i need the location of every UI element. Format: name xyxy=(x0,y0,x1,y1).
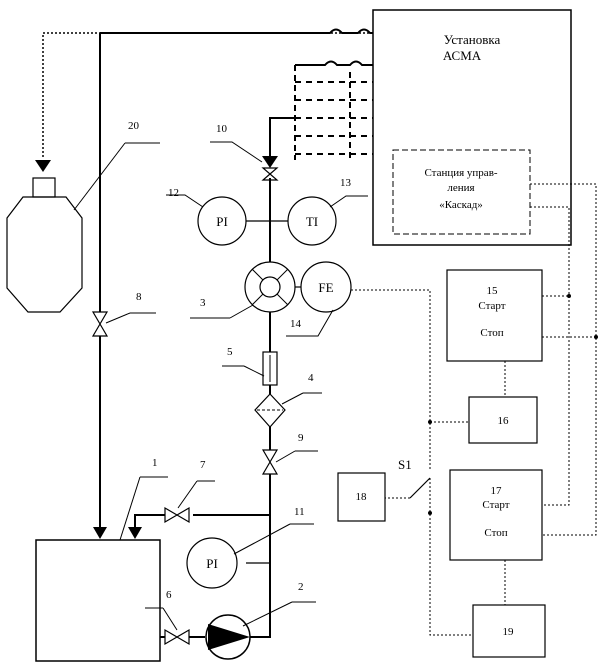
callout-6: 6 xyxy=(166,589,172,601)
callout-8: 8 xyxy=(136,291,142,303)
box19-num: 19 xyxy=(503,626,515,638)
callout-1: 1 xyxy=(152,457,158,469)
pump-2-arrow xyxy=(208,624,250,650)
box-16 xyxy=(468,396,538,444)
box17-stop: Стоп xyxy=(484,527,507,539)
filter4-leader xyxy=(281,392,304,405)
callout-5: 5 xyxy=(227,346,233,358)
pump-discharge-line xyxy=(250,474,271,638)
line-to-manifold xyxy=(269,117,295,156)
callout-4: 4 xyxy=(308,372,314,384)
kaskad-line3: «Каскад» xyxy=(439,199,483,211)
top-solid-line xyxy=(100,28,373,34)
fe-label: FE xyxy=(318,280,333,295)
tank1 xyxy=(35,539,161,662)
box15-stop: Стоп xyxy=(480,327,503,339)
asma-block xyxy=(372,9,572,246)
callout-12: 12 xyxy=(168,187,179,199)
callout-10: 10 xyxy=(216,123,228,135)
kaskad-line2: ления xyxy=(447,182,474,194)
asma-title-line1: Установка xyxy=(444,32,501,47)
dotted-feed-line xyxy=(42,32,373,158)
valve-6 xyxy=(164,628,190,646)
callout-3: 3 xyxy=(200,297,206,309)
valve9-leader xyxy=(275,450,296,463)
switch-s1-label: S1 xyxy=(398,457,412,472)
manifold-top xyxy=(295,60,373,66)
box-19 xyxy=(472,604,546,658)
pi-bottom-gauge xyxy=(186,537,238,589)
pi-top-label: PI xyxy=(216,214,228,229)
tank20-neck xyxy=(32,177,56,198)
fm3-leader xyxy=(229,304,254,319)
pi12-leader xyxy=(166,194,204,208)
ti-label: TI xyxy=(306,214,318,229)
junction-3 xyxy=(567,294,571,298)
tank1-inlet-arrow-left xyxy=(93,527,107,539)
fe-14 xyxy=(300,261,352,313)
kaskad-line1: Станция управ- xyxy=(424,167,497,179)
flowmeter-3-inner xyxy=(259,276,281,298)
valve-9 xyxy=(261,449,279,475)
fm3-spoke-2 xyxy=(276,268,289,281)
box17-start: Старт xyxy=(482,499,509,511)
valve-7 xyxy=(164,506,190,524)
callout-7: 7 xyxy=(200,459,206,471)
box-15 xyxy=(446,269,543,362)
valve8-leader xyxy=(105,312,131,324)
junction-2 xyxy=(428,511,432,515)
callout-14: 14 xyxy=(290,318,302,330)
box18-num: 18 xyxy=(356,491,368,503)
el5-leader xyxy=(243,365,265,377)
return-line-left xyxy=(134,514,165,530)
tank1-inlet-arrow-right xyxy=(128,527,142,539)
valve-10-arrow xyxy=(262,156,278,168)
pi-top-gauge xyxy=(197,196,247,246)
box15-num: 15 xyxy=(487,285,499,297)
pump2-leader xyxy=(242,601,293,627)
valve-8 xyxy=(91,311,109,337)
valve6-leader xyxy=(162,607,178,631)
ti13-leader xyxy=(329,195,368,208)
callout-2: 2 xyxy=(298,581,304,593)
box15-start: Старт xyxy=(478,300,505,312)
pi-bottom-label: PI xyxy=(206,556,218,571)
fm3-spoke-1 xyxy=(251,268,264,281)
valve7-leader xyxy=(177,480,198,509)
box-17 xyxy=(449,469,543,561)
callout-9: 9 xyxy=(298,432,304,444)
callout-11: 11 xyxy=(294,506,305,518)
fm3-spoke-3 xyxy=(251,293,264,306)
valve10-leader xyxy=(210,141,263,163)
box-18 xyxy=(337,472,386,522)
pi11-leader xyxy=(233,523,291,555)
asma-title-line2: АСМА xyxy=(443,48,482,63)
callout-13: 13 xyxy=(340,177,352,189)
tank20-inlet-arrow xyxy=(35,160,51,172)
signal-kaskad-outer xyxy=(530,183,597,536)
fm3-spoke-4 xyxy=(276,293,289,306)
box17-num: 17 xyxy=(491,485,503,497)
junction-1 xyxy=(428,420,432,424)
ti-gauge xyxy=(287,196,337,246)
valve-10 xyxy=(261,167,279,181)
tank20-body xyxy=(6,196,83,313)
kaskad-station xyxy=(392,149,531,235)
box16-num: 16 xyxy=(498,415,510,427)
signal-kaskad-inner xyxy=(530,206,570,506)
switch-s1 xyxy=(409,477,431,499)
callout-20: 20 xyxy=(128,120,140,132)
tank1-leader xyxy=(119,476,141,541)
signal-fe-to-switch xyxy=(351,289,431,470)
junction-4 xyxy=(594,335,598,339)
signal-switch-to-box19 xyxy=(429,498,473,636)
fe14-leader xyxy=(286,309,334,337)
